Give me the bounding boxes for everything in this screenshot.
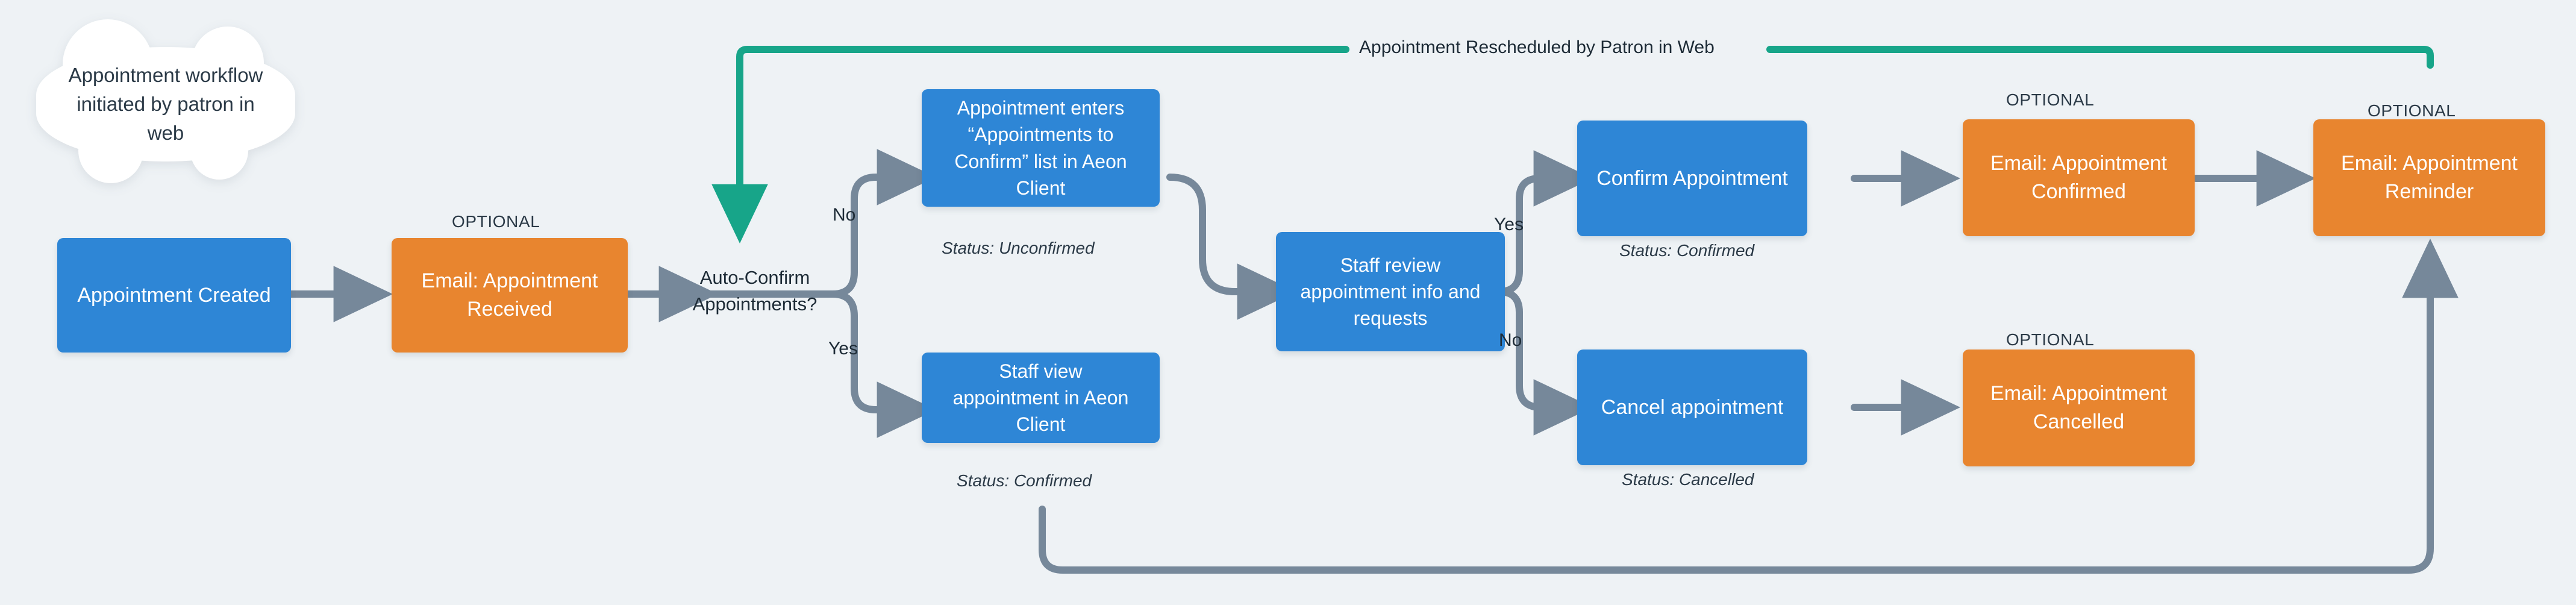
node-confirm-appointment[interactable]: Confirm Appointment (1577, 121, 1807, 236)
node-cancel-appointment[interactable]: Cancel appointment (1577, 350, 1807, 465)
node-appointment-created[interactable]: Appointment Created (57, 238, 291, 353)
edge-reschedule-right (1766, 46, 2434, 69)
edge-label-reschedule: Appointment Rescheduled by Patron in Web (1354, 37, 1719, 58)
optional-label: OPTIONAL (452, 212, 540, 231)
edge-review-no (1516, 337, 1593, 436)
caption-appointments-to-confirm: Status: Unconfirmed (942, 239, 1095, 258)
caption-cancel-appointment: Status: Cancelled (1622, 470, 1754, 489)
branch-text: No (1499, 330, 1522, 350)
cloud-lobe (78, 118, 143, 183)
cloud-lobe (190, 122, 248, 180)
node-email-appointment-received[interactable]: Email: Appointment Received (392, 238, 628, 353)
caption-text: Status: Confirmed (1619, 241, 1755, 260)
node-appointments-to-confirm-list[interactable]: Appointment enters “Appointments to Conf… (922, 89, 1160, 207)
optional-label: OPTIONAL (2368, 101, 2456, 120)
branch-text: No (833, 205, 856, 225)
start-cloud-label: Appointment workflow initiated by patron… (68, 64, 263, 144)
optional-badge-email-cancelled: OPTIONAL (2006, 330, 2094, 350)
branch-label-staff-review-yes: Yes (1494, 215, 1524, 235)
node-email-appointment-confirmed[interactable]: Email: Appointment Confirmed (1963, 119, 2195, 236)
edge-review-yes (1516, 150, 1593, 245)
optional-badge-email-confirmed: OPTIONAL (2006, 90, 2094, 110)
optional-label: OPTIONAL (2006, 330, 2095, 349)
edge-toconfirm-to-review (1166, 174, 1297, 320)
branch-label-auto-confirm-no: No (833, 205, 855, 225)
branch-label-staff-review-no: No (1499, 330, 1522, 351)
node-auto-confirm-appointments: Auto-Confirm Appointments? (655, 238, 854, 318)
node-staff-view-appointment[interactable]: Staff view appointment in Aeon Client (922, 353, 1160, 443)
caption-text: Status: Cancelled (1622, 470, 1754, 489)
optional-badge-email-received: OPTIONAL (452, 212, 540, 231)
caption-text: Status: Unconfirmed (942, 239, 1095, 257)
optional-label: OPTIONAL (2006, 90, 2095, 109)
node-label: Appointment enters “Appointments to Conf… (954, 97, 1127, 199)
edge-autoconfirm-no (851, 149, 937, 243)
node-label: Email: Appointment Cancelled (1990, 382, 2167, 433)
node-email-appointment-cancelled[interactable]: Email: Appointment Cancelled (1963, 350, 2195, 466)
node-label: Staff review appointment info and reques… (1300, 254, 1481, 330)
node-label: Email: Appointment Reminder (2341, 152, 2518, 203)
node-label: Email: Appointment Confirmed (1990, 152, 2167, 203)
node-label: Confirm Appointment (1596, 166, 1788, 190)
branch-label-auto-confirm-yes: Yes (828, 339, 858, 359)
node-label: Cancel appointment (1601, 395, 1784, 419)
node-label: Staff view appointment in Aeon Client (952, 360, 1129, 436)
branch-text: Yes (828, 339, 858, 359)
branch-text: Yes (1494, 215, 1524, 234)
caption-text: Status: Confirmed (957, 471, 1092, 490)
node-email-appointment-reminder[interactable]: Email: Appointment Reminder (2313, 119, 2545, 236)
edge-autoconfirm-yes (851, 346, 937, 438)
node-label: Email: Appointment Received (421, 269, 598, 321)
caption-confirm-appointment: Status: Confirmed (1619, 241, 1754, 260)
edge-label-text: Appointment Rescheduled by Patron in Web (1359, 37, 1715, 57)
caption-staff-view: Status: Confirmed (957, 471, 1092, 491)
optional-badge-email-reminder: OPTIONAL (2368, 101, 2456, 121)
start-cloud: Appointment workflow initiated by patron… (36, 19, 295, 183)
node-label: Appointment Created (77, 283, 271, 307)
node-staff-review-appointment[interactable]: Staff review appointment info and reques… (1276, 232, 1505, 351)
node-label: Auto-Confirm Appointments? (692, 267, 818, 315)
